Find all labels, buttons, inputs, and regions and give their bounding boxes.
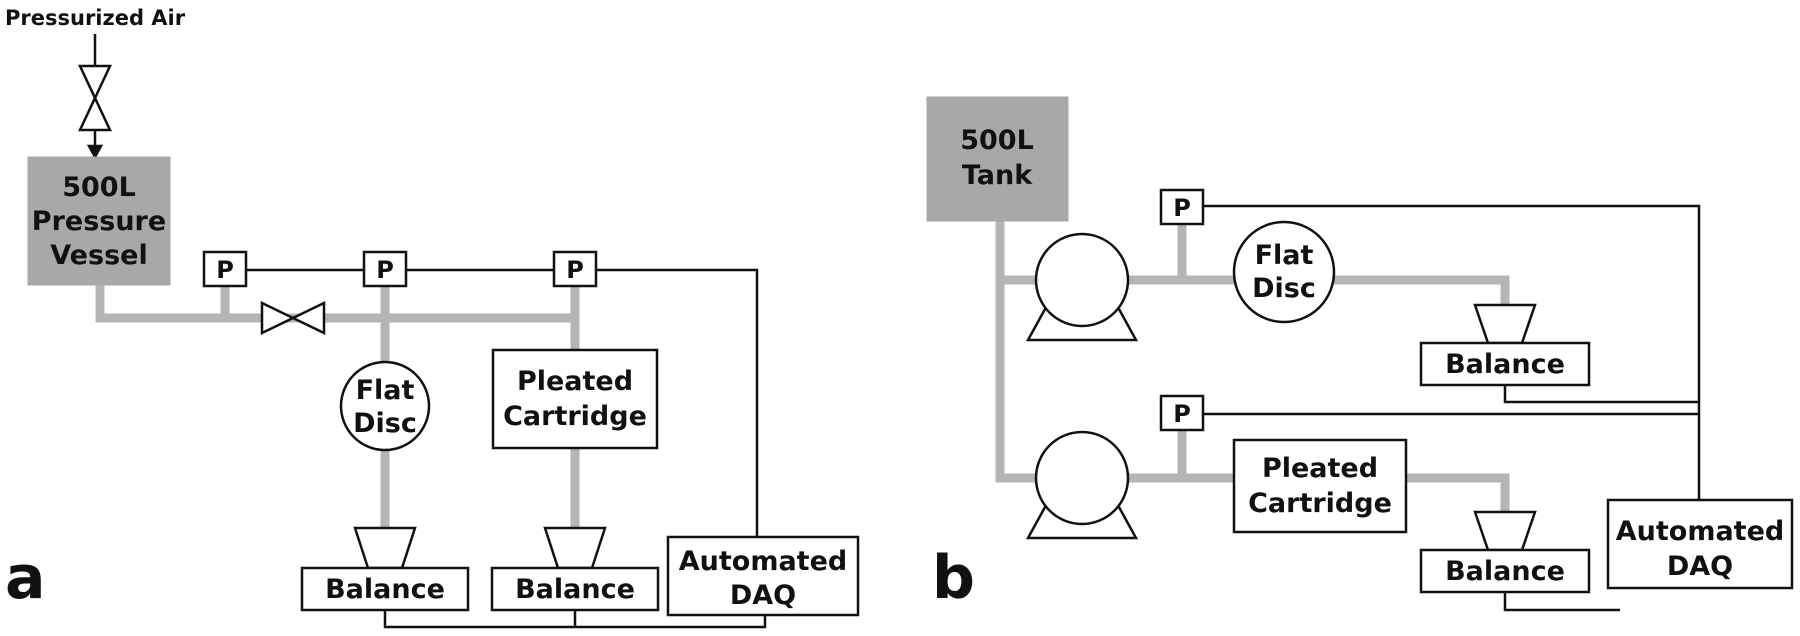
balance-a1-pan-icon bbox=[353, 526, 417, 570]
vessel-label-line1: 500L bbox=[62, 172, 136, 203]
daq-b-label-line1: Automated bbox=[1616, 516, 1784, 547]
panel-b: 500L Tank P P Flat Disc Pleated Cartri bbox=[926, 96, 1794, 613]
tank: 500L Tank bbox=[926, 96, 1069, 222]
panel-a-letter: a bbox=[5, 543, 46, 613]
gauge-a1-label: P bbox=[216, 256, 234, 284]
wire-balance-b1-to-daq bbox=[1503, 385, 1699, 404]
pressure-gauge-a3: P bbox=[552, 250, 598, 288]
automated-daq-b: Automated DAQ bbox=[1606, 498, 1794, 590]
cartridge-a-label-line2: Cartridge bbox=[503, 401, 647, 432]
gauge-a2-label: P bbox=[376, 256, 394, 284]
pleated-cartridge-b: Pleated Cartridge bbox=[1232, 438, 1408, 534]
arrow-head-icon bbox=[86, 144, 104, 160]
daq-b-label-line2: DAQ bbox=[1667, 551, 1733, 582]
cartridge-a-label-line1: Pleated bbox=[517, 366, 633, 397]
pressure-gauge-a2: P bbox=[362, 250, 408, 288]
pressure-gauge-b1: P bbox=[1159, 188, 1205, 226]
gauge-b1-label: P bbox=[1173, 194, 1191, 222]
panel-b-letter: b bbox=[932, 543, 975, 613]
panel-b-pipes bbox=[995, 215, 1510, 515]
gauge-b2-label: P bbox=[1173, 400, 1191, 428]
air-inlet-valve-icon bbox=[78, 64, 112, 132]
wire-gauge3-to-daq bbox=[596, 268, 759, 537]
balance-a2: Balance bbox=[490, 526, 660, 612]
balance-b1-pan-icon bbox=[1473, 303, 1537, 345]
panel-a: Pressurized Air 500L Pressure Vessel P P… bbox=[5, 6, 860, 629]
balance-b2: Balance bbox=[1419, 510, 1591, 594]
pump-1-icon bbox=[1025, 232, 1139, 342]
pressure-gauge-b2: P bbox=[1159, 394, 1205, 432]
wire-balance-b2-to-daq bbox=[1503, 592, 1620, 612]
cartridge-b-label-line1: Pleated bbox=[1262, 453, 1378, 484]
disc-a-label-line2: Disc bbox=[353, 408, 417, 439]
daq-a-label-line2: DAQ bbox=[730, 580, 796, 611]
balance-a1: Balance bbox=[300, 526, 470, 612]
pressure-vessel: 500L Pressure Vessel bbox=[27, 156, 171, 286]
disc-b-label-line2: Disc bbox=[1252, 273, 1316, 304]
cartridge-b-label-line2: Cartridge bbox=[1248, 488, 1392, 519]
gauge-a3-label: P bbox=[566, 256, 584, 284]
vessel-label-line2: Pressure bbox=[32, 206, 166, 237]
balance-a1-label: Balance bbox=[325, 574, 445, 605]
disc-b-label-line1: Flat bbox=[1255, 240, 1314, 271]
balance-b1-label: Balance bbox=[1445, 349, 1565, 380]
line-valve-icon bbox=[260, 301, 326, 335]
pressure-gauge-a1: P bbox=[202, 250, 248, 288]
balance-a2-pan-icon bbox=[543, 526, 607, 570]
pipe-disc-to-balance-b bbox=[1329, 275, 1510, 310]
disc-a-label-line1: Flat bbox=[356, 375, 415, 406]
panel-b-wires bbox=[1203, 204, 1701, 612]
balance-a2-label: Balance bbox=[515, 574, 635, 605]
balance-b2-pan-icon bbox=[1473, 510, 1537, 552]
panel-a-wires bbox=[93, 34, 767, 629]
flat-disc-filter-b: Flat Disc bbox=[1232, 220, 1336, 324]
pump-2-icon bbox=[1025, 430, 1139, 540]
automated-daq-a: Automated DAQ bbox=[666, 535, 860, 617]
balance-b2-label: Balance bbox=[1445, 556, 1565, 587]
pipe-tank-outlet bbox=[995, 215, 1041, 483]
tank-label-line1: 500L bbox=[960, 125, 1034, 156]
tank-label-line2: Tank bbox=[962, 160, 1033, 191]
daq-a-label-line1: Automated bbox=[679, 546, 847, 577]
pipe-vessel-outlet bbox=[95, 245, 580, 323]
wire-balances-to-daq bbox=[383, 610, 767, 629]
pleated-cartridge-a: Pleated Cartridge bbox=[491, 348, 659, 450]
vessel-label-line3: Vessel bbox=[50, 240, 147, 271]
pressurized-air-label: Pressurized Air bbox=[5, 6, 186, 30]
flat-disc-filter-a: Flat Disc bbox=[339, 360, 431, 452]
balance-b1: Balance bbox=[1419, 303, 1591, 387]
pipe-cartridge-to-balance-b bbox=[1401, 473, 1510, 515]
